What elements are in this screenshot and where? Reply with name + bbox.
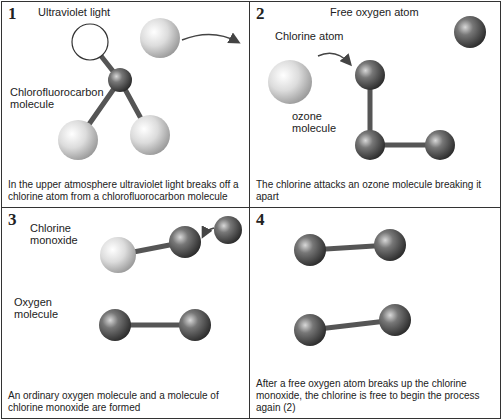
part-label: Chlorine monoxide: [30, 222, 100, 246]
part-label: Oxygen molecule: [14, 296, 84, 320]
step-number: 3: [8, 210, 17, 230]
part-label: Chlorofluorocarbon molecule: [10, 86, 90, 110]
step-number: 2: [256, 4, 265, 24]
step-number: 1: [8, 4, 17, 24]
part-label: Ultraviolet light: [38, 6, 148, 18]
step-caption: The chlorine attacks an ozone molecule b…: [256, 179, 494, 203]
part-label: Free oxygen atom: [330, 6, 440, 18]
step-caption: An ordinary oxygen molecule and a molecu…: [8, 390, 243, 414]
step-caption: After a free oxygen atom breaks up the c…: [256, 378, 494, 414]
part-label: Chlorine atom: [275, 30, 365, 42]
step-caption: In the upper atmosphere ultraviolet ligh…: [8, 179, 243, 203]
motion-arrows: [182, 34, 350, 236]
step-panel: 4After a free oxygen atom breaks up the …: [249, 207, 501, 419]
step-number: 4: [256, 210, 265, 230]
part-label: ozone molecule: [292, 110, 350, 134]
